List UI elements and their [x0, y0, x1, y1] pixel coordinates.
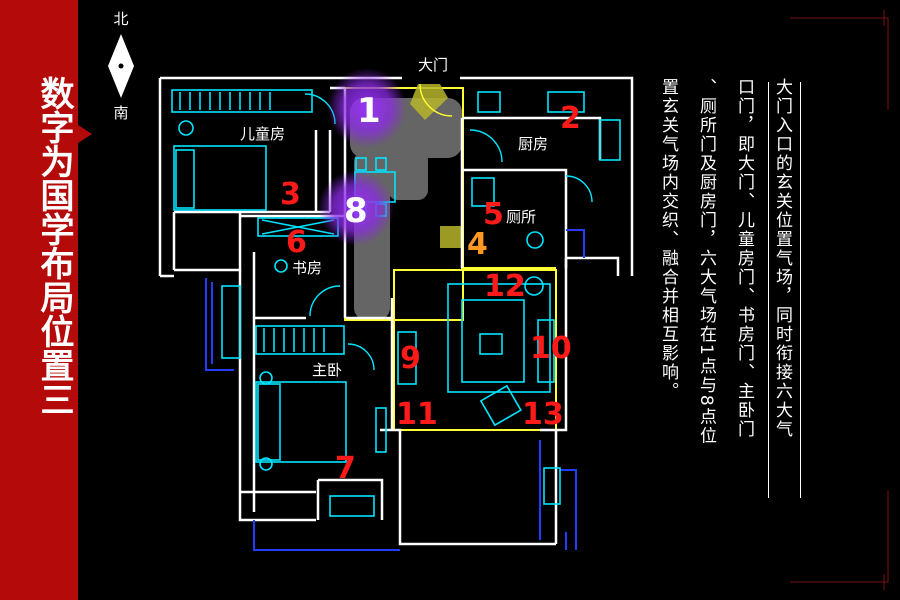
position-10: 10 — [530, 331, 572, 366]
label-study: 书房 — [292, 259, 322, 277]
frame-decoration — [790, 10, 889, 590]
position-1: 1 — [357, 91, 381, 131]
position-8: 8 — [344, 191, 368, 231]
label-front-door: 大门 — [418, 56, 448, 74]
label-master-bedroom: 主卧 — [312, 361, 342, 379]
qi-glows — [318, 68, 407, 246]
description-divider — [800, 82, 801, 498]
label-kitchen: 厨房 — [518, 135, 548, 153]
furniture — [171, 89, 621, 517]
description-column-2: 口门，即大门、儿童房门、书房门、主卧门 — [734, 78, 754, 439]
position-12: 12 — [484, 269, 526, 304]
description-column-3: 、厕所门及厨房门，六大气场在1点与8点位 — [696, 78, 716, 446]
compass-south: 南 — [113, 104, 128, 122]
position-3: 3 — [280, 177, 301, 212]
title-sidebar — [0, 0, 78, 600]
description-column-1: 大门入口的玄关位置气场，同时衔接六大气 — [772, 78, 792, 439]
label-kids-room: 儿童房 — [240, 125, 285, 143]
position-11: 11 — [396, 397, 438, 432]
position-7: 7 — [335, 451, 356, 486]
qi-markers — [410, 84, 462, 248]
description-divider — [768, 82, 769, 498]
description-column-4: 置玄关气场内交织、融合并相互影响。 — [658, 78, 678, 401]
position-13: 13 — [522, 397, 564, 432]
page-title: 数字为国学布局位置三 — [34, 76, 74, 416]
position-2: 2 — [560, 101, 581, 136]
position-6: 6 — [286, 225, 307, 260]
label-toilet: 厕所 — [506, 208, 536, 226]
description-text: 大门入口的玄关位置气场，同时衔接六大气 口门，即大门、儿童房门、书房门、主卧门 … — [658, 78, 800, 502]
position-5: 5 — [483, 197, 504, 232]
balcony-lines — [205, 229, 585, 551]
compass: 北 南 — [108, 10, 134, 122]
sidebar-arrow-icon — [78, 125, 92, 143]
position-4: 4 — [467, 227, 488, 262]
position-9: 9 — [400, 341, 421, 376]
compass-north: 北 — [113, 10, 128, 28]
